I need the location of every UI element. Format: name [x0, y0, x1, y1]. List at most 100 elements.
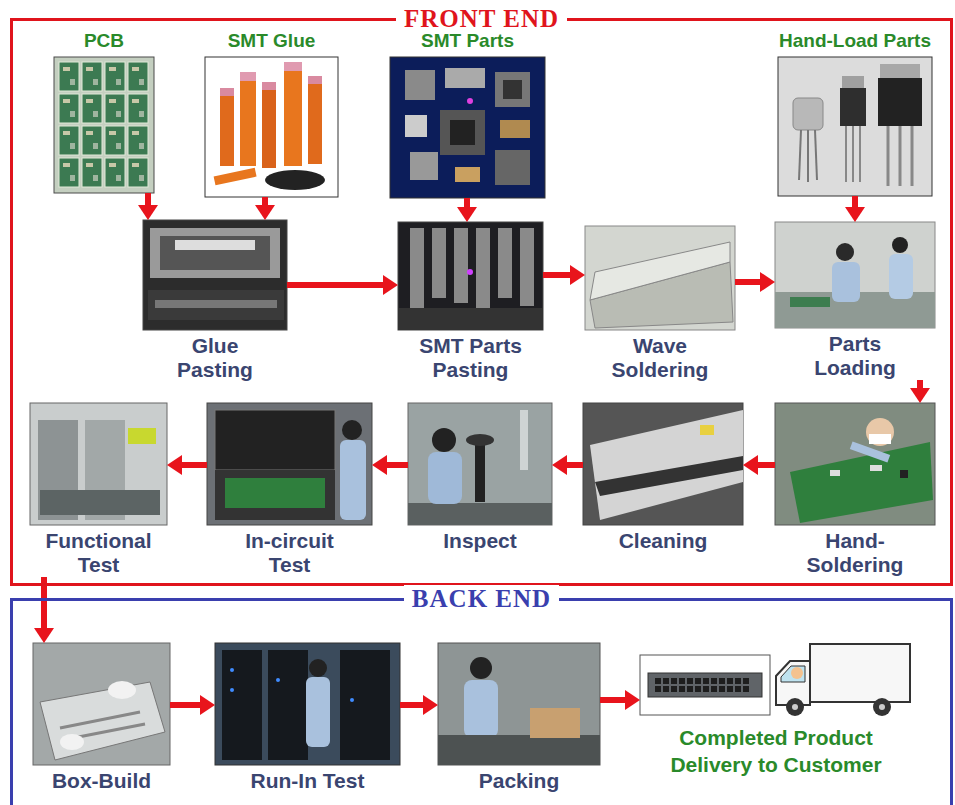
arrow-head: [743, 455, 758, 475]
switch-and-truck-picture: [792, 704, 798, 710]
process-step: Wave Soldering: [585, 226, 735, 382]
smt-pasting-photo: [520, 228, 534, 306]
flow-arrow: [910, 380, 930, 403]
arrow-head: [570, 265, 585, 285]
arrow-head: [383, 275, 398, 295]
functional-test-photo: [40, 490, 160, 515]
photo-frame: [585, 226, 735, 330]
inspect-photo: [408, 403, 552, 525]
hand-soldering-photo: [900, 470, 908, 478]
cleaning-photo: [700, 425, 714, 435]
process-step: Inspect: [408, 403, 552, 553]
arrow-head: [138, 205, 158, 220]
hand-load-parts-photo: [878, 78, 922, 126]
glue-photo: [214, 168, 257, 186]
input-box: PCB: [54, 30, 154, 193]
arrow-head: [760, 272, 775, 292]
process-step: Functional Test: [30, 403, 167, 577]
glue-photo: [205, 57, 338, 197]
glue-photo: [308, 76, 322, 84]
step-label: Box-Build: [51, 769, 153, 793]
arrow-head: [552, 455, 567, 475]
in-circuit-test-photo: [215, 470, 335, 520]
hand-load-parts-photo: [887, 126, 890, 186]
smt-parts-photo: [445, 68, 485, 88]
in-circuit-test-photo: [342, 420, 362, 440]
hand-load-parts-photo: [845, 126, 847, 182]
hand-load-parts-photo: [778, 57, 932, 196]
functional-test-photo: [128, 428, 156, 444]
photo-frame: [640, 640, 912, 720]
inspect-photo: [520, 410, 528, 470]
process-step: In-circuit Test: [207, 403, 372, 577]
hand-soldering-photo: [866, 418, 894, 446]
flow-arrow: [372, 455, 408, 475]
box-build-photo: [33, 643, 170, 765]
flow-arrow: [743, 455, 775, 475]
glue-photo: [220, 96, 234, 166]
input-box: Hand-Load Parts: [776, 30, 935, 196]
glue-pasting-photo: [143, 220, 287, 330]
box-build-photo: [33, 643, 170, 765]
run-in-test-photo: [215, 643, 400, 765]
box-build-photo: [40, 682, 165, 760]
box-build-photo: [60, 734, 84, 750]
inspect-photo: [408, 403, 552, 525]
parts-loading-photo: [892, 237, 908, 253]
glue-pasting-photo: [143, 220, 287, 330]
glue-photo: [284, 62, 302, 71]
output-box: Completed Product Delivery to Customer: [640, 640, 912, 778]
arrow-head: [255, 205, 275, 220]
step-label: Hand-Soldering: [803, 529, 908, 577]
packing-photo: [438, 643, 600, 765]
switch-and-truck-picture: [786, 698, 804, 716]
smt-parts-photo: [405, 115, 427, 137]
process-step: Run-In Test: [215, 643, 400, 793]
parts-loading-photo: [889, 254, 913, 299]
hand-load-parts-photo: [807, 130, 809, 182]
parts-loading-photo: [836, 243, 854, 261]
smt-parts-photo: [455, 167, 480, 182]
smt-pasting-photo: [467, 269, 473, 275]
arrow-shaft: [400, 702, 425, 708]
photo-frame: [205, 57, 338, 197]
hand-soldering-photo: [790, 442, 933, 523]
smt-parts-photo: [410, 152, 438, 180]
hand-load-parts-photo: [911, 126, 914, 186]
arrow-shaft: [565, 462, 583, 468]
smt-parts-photo: [467, 98, 473, 104]
arrow-shaft: [735, 279, 762, 285]
hand-load-parts-photo: [842, 76, 864, 88]
switch-and-truck-picture: [810, 644, 910, 702]
cleaning-photo: [595, 456, 743, 496]
process-step: Parts Loading: [775, 222, 935, 380]
pcb-photo: [54, 57, 154, 193]
switch-and-truck-picture: [873, 698, 891, 716]
functional-test-photo: [30, 403, 167, 525]
run-in-test-photo: [268, 650, 308, 760]
hand-load-parts-photo: [840, 88, 866, 126]
arrow-head: [167, 455, 182, 475]
process-step: Box-Build: [33, 643, 170, 793]
switch-and-truck-picture: [640, 644, 910, 716]
run-in-test-photo: [309, 659, 327, 677]
smt-parts-photo: [440, 110, 485, 155]
photo-frame: [775, 222, 935, 328]
flow-arrow: [167, 455, 207, 475]
cleaning-photo: [590, 410, 743, 520]
run-in-test-photo: [276, 678, 280, 682]
arrow-head: [372, 455, 387, 475]
arrow-head: [34, 628, 54, 643]
input-label: Hand-Load Parts: [778, 30, 933, 52]
input-label: SMT Parts: [420, 30, 515, 52]
run-in-test-photo: [340, 650, 390, 760]
smt-parts-photo: [495, 150, 530, 185]
smt-pasting-photo: [410, 228, 424, 308]
step-label: Inspect: [442, 529, 518, 553]
hand-soldering-photo: [850, 441, 890, 462]
flow-arrow: [400, 695, 438, 715]
flow-arrow: [457, 198, 477, 222]
glue-pasting-photo: [175, 240, 255, 250]
